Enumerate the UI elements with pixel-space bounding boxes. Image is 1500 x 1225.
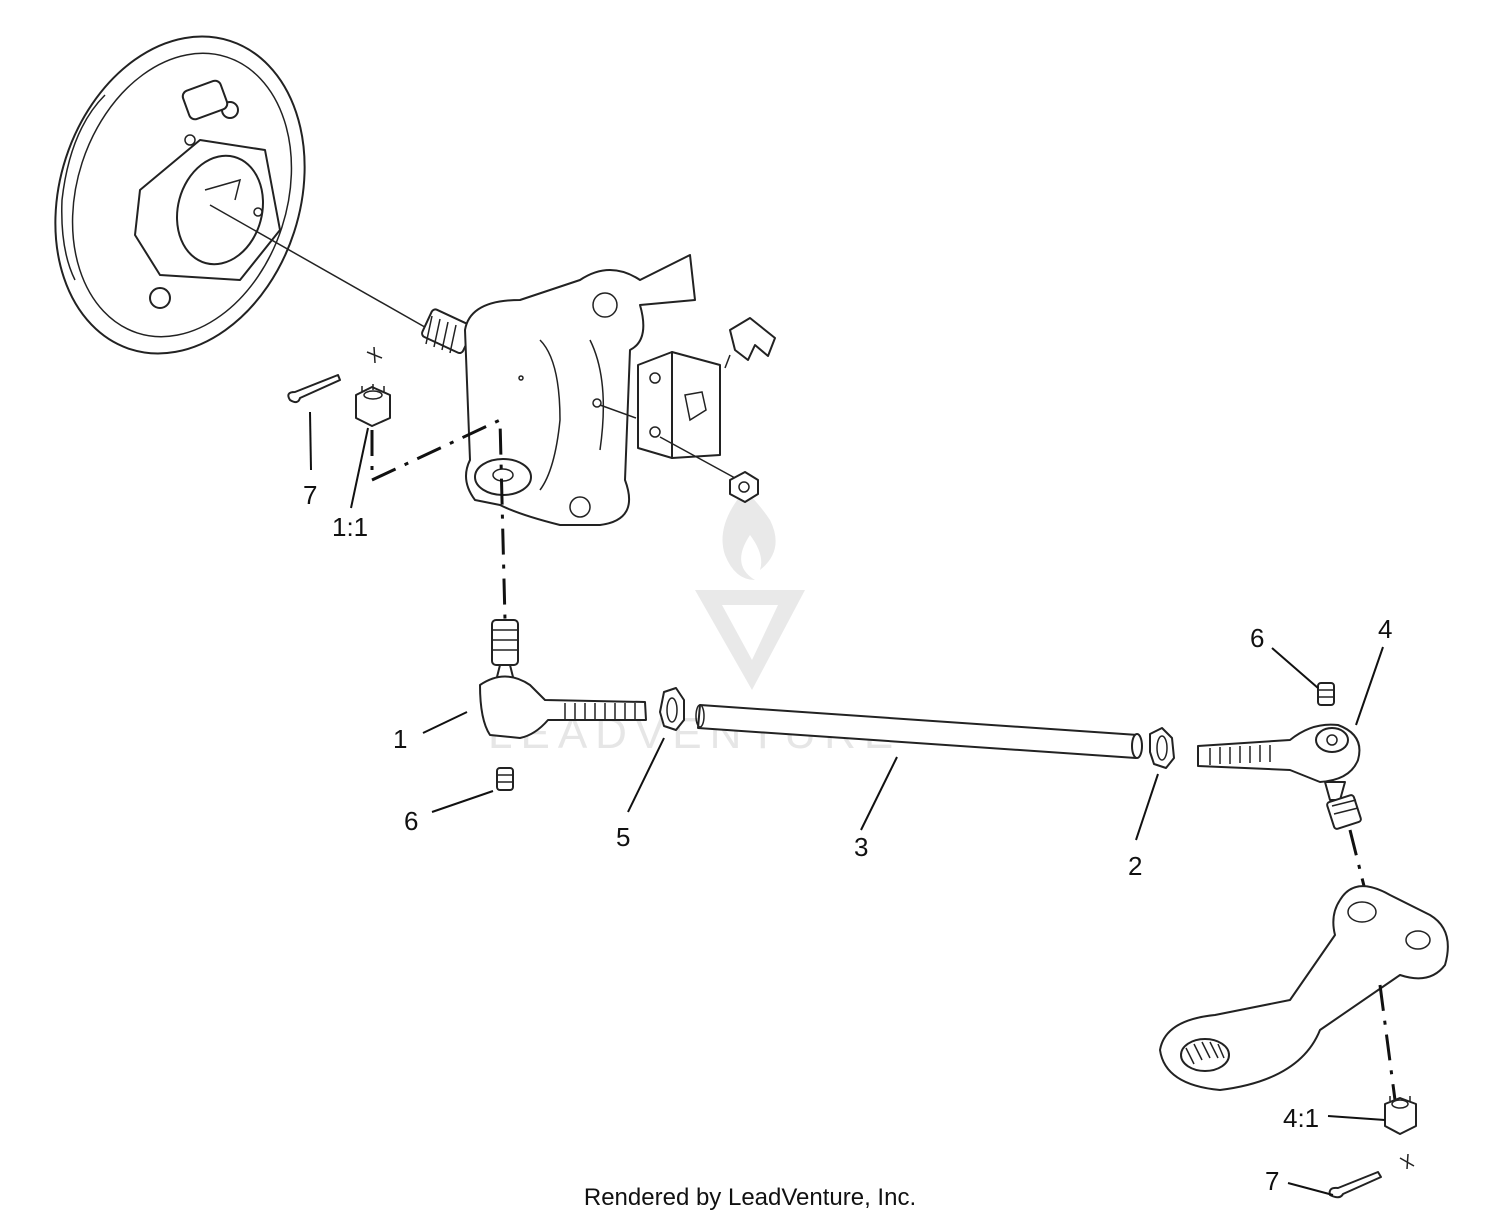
grease-fitting-right — [1317, 682, 1335, 706]
callout-7-top: 7 — [303, 480, 317, 510]
callout-1-1: 1:1 — [332, 512, 368, 542]
leader-lines — [309, 411, 1386, 1196]
cotter-pin-bottom — [1328, 1153, 1415, 1199]
pitman-arm — [1159, 885, 1449, 1091]
castle-nut-bottom — [1384, 1096, 1417, 1135]
callout-2: 2 — [1128, 851, 1142, 881]
callout-7-bottom: 7 — [1265, 1166, 1279, 1196]
grease-fitting-left — [496, 767, 514, 791]
footer-credit: Rendered by LeadVenture, Inc. — [583, 1184, 917, 1211]
tie-rod-end-right — [1197, 723, 1362, 830]
tie-rod-tube — [695, 704, 1143, 759]
cotter-pin-top — [287, 346, 383, 404]
tie-rod-end-left — [479, 619, 647, 739]
callout-4-1: 4:1 — [1283, 1103, 1319, 1133]
brake-backing-plate — [54, 35, 306, 355]
jam-nut-right — [1149, 727, 1175, 769]
callout-1: 1 — [393, 724, 407, 754]
callout-5: 5 — [616, 822, 630, 852]
callout-3: 3 — [854, 832, 868, 862]
callout-6-left: 6 — [404, 806, 418, 836]
bracket-nut — [729, 471, 759, 503]
mounting-bracket — [599, 351, 736, 479]
castle-nut-top — [355, 384, 391, 427]
jam-nut-left — [659, 687, 685, 731]
callout-6-right: 6 — [1250, 623, 1264, 653]
callout-4: 4 — [1378, 614, 1392, 644]
spring-clip — [724, 317, 776, 369]
steering-knuckle — [421, 254, 696, 526]
